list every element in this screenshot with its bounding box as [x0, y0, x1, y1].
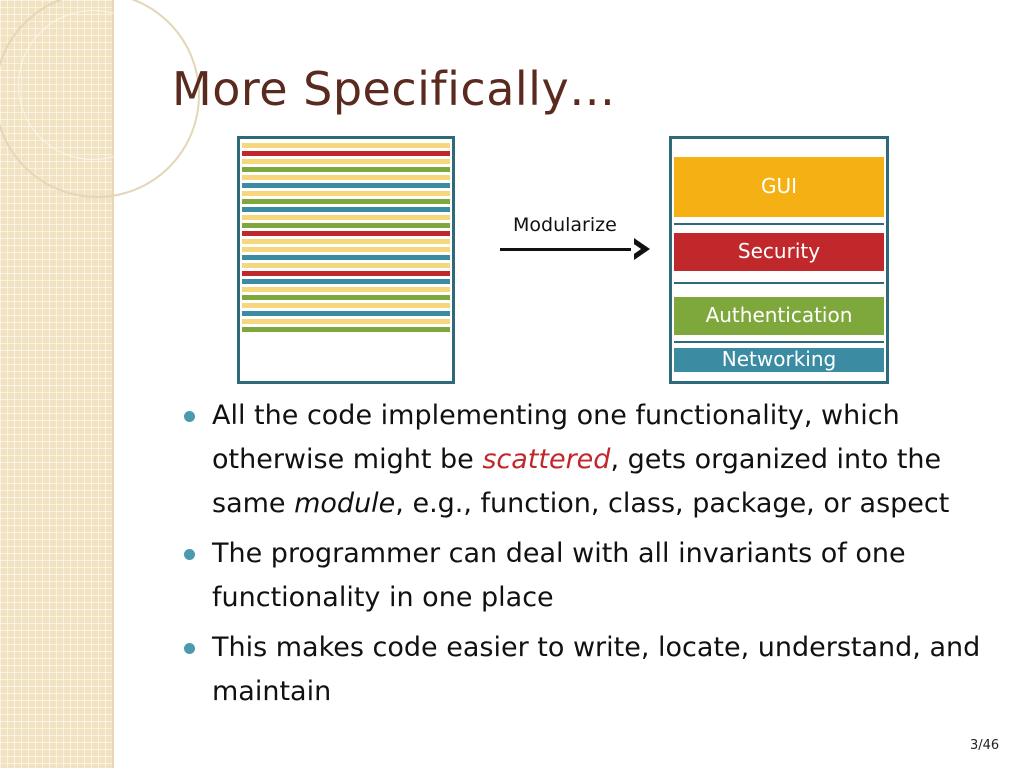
module-authentication: Authentication	[674, 297, 884, 335]
bullet-text: , e.g., function, class, package, or asp…	[395, 488, 950, 519]
emphasis-scattered: scattered	[482, 444, 611, 475]
code-stripe-blue	[242, 207, 450, 212]
bullet-text: The programmer can deal with all invaria…	[212, 538, 906, 613]
arrow-label: Modularize	[513, 214, 617, 236]
bullet-dot-icon	[184, 411, 195, 422]
bullet-dot-icon	[184, 643, 195, 654]
code-stripe-gold	[242, 239, 450, 244]
code-stripe-gold	[242, 143, 450, 148]
code-stripe-red	[242, 231, 450, 236]
decorative-circle-inner	[18, 10, 168, 160]
bullet-dot-icon	[184, 549, 195, 560]
code-stripe-blue	[242, 255, 450, 260]
code-stripe-green	[242, 327, 450, 332]
code-stripe-red	[242, 271, 450, 276]
code-stripe-gold	[242, 263, 450, 268]
arrow-head-inner	[631, 242, 641, 256]
slide-title: More Specifically…	[172, 62, 616, 116]
code-stripe-green	[242, 223, 450, 228]
modular-code-stack: GUI Security Authentication Networking	[669, 136, 889, 384]
code-stripe-gold	[242, 175, 450, 180]
code-stripe-gold	[242, 247, 450, 252]
module-separator	[674, 341, 884, 343]
code-stripe-green	[242, 199, 450, 204]
scattered-code-stack	[237, 136, 455, 384]
code-stripe-gold	[242, 287, 450, 292]
code-stripe-green	[242, 295, 450, 300]
module-separator	[674, 223, 884, 225]
bullet-text: This makes code easier to write, locate,…	[212, 632, 981, 707]
bullet-list: All the code implementing one functional…	[180, 394, 1000, 720]
code-stripe-blue	[242, 311, 450, 316]
module-security: Security	[674, 233, 884, 271]
bullet-text: , gets organized into the same	[212, 444, 942, 519]
arrow-icon	[500, 248, 640, 251]
code-stripe-blue	[242, 279, 450, 284]
module-gui: GUI	[674, 157, 884, 217]
code-stripe-gold	[242, 215, 450, 220]
bullet-text: All the code implementing one functional…	[212, 400, 900, 475]
bullet-item: This makes code easier to write, locate,…	[180, 626, 1000, 714]
code-stripe-gold	[242, 159, 450, 164]
bullet-item: All the code implementing one functional…	[180, 394, 1000, 526]
emphasis-module: module	[294, 488, 396, 519]
module-networking: Networking	[674, 348, 884, 372]
code-stripe-gold	[242, 191, 450, 196]
side-strip-edge	[112, 0, 114, 768]
code-stripe-green	[242, 167, 450, 172]
page-number: 3/46	[970, 738, 1000, 753]
decorative-circle	[0, 0, 200, 198]
code-stripe-red	[242, 151, 450, 156]
bullet-item: The programmer can deal with all invaria…	[180, 532, 1000, 620]
code-stripe-gold	[242, 303, 450, 308]
code-stripe-gold	[242, 319, 450, 324]
module-separator	[674, 282, 884, 284]
code-stripe-blue	[242, 183, 450, 188]
